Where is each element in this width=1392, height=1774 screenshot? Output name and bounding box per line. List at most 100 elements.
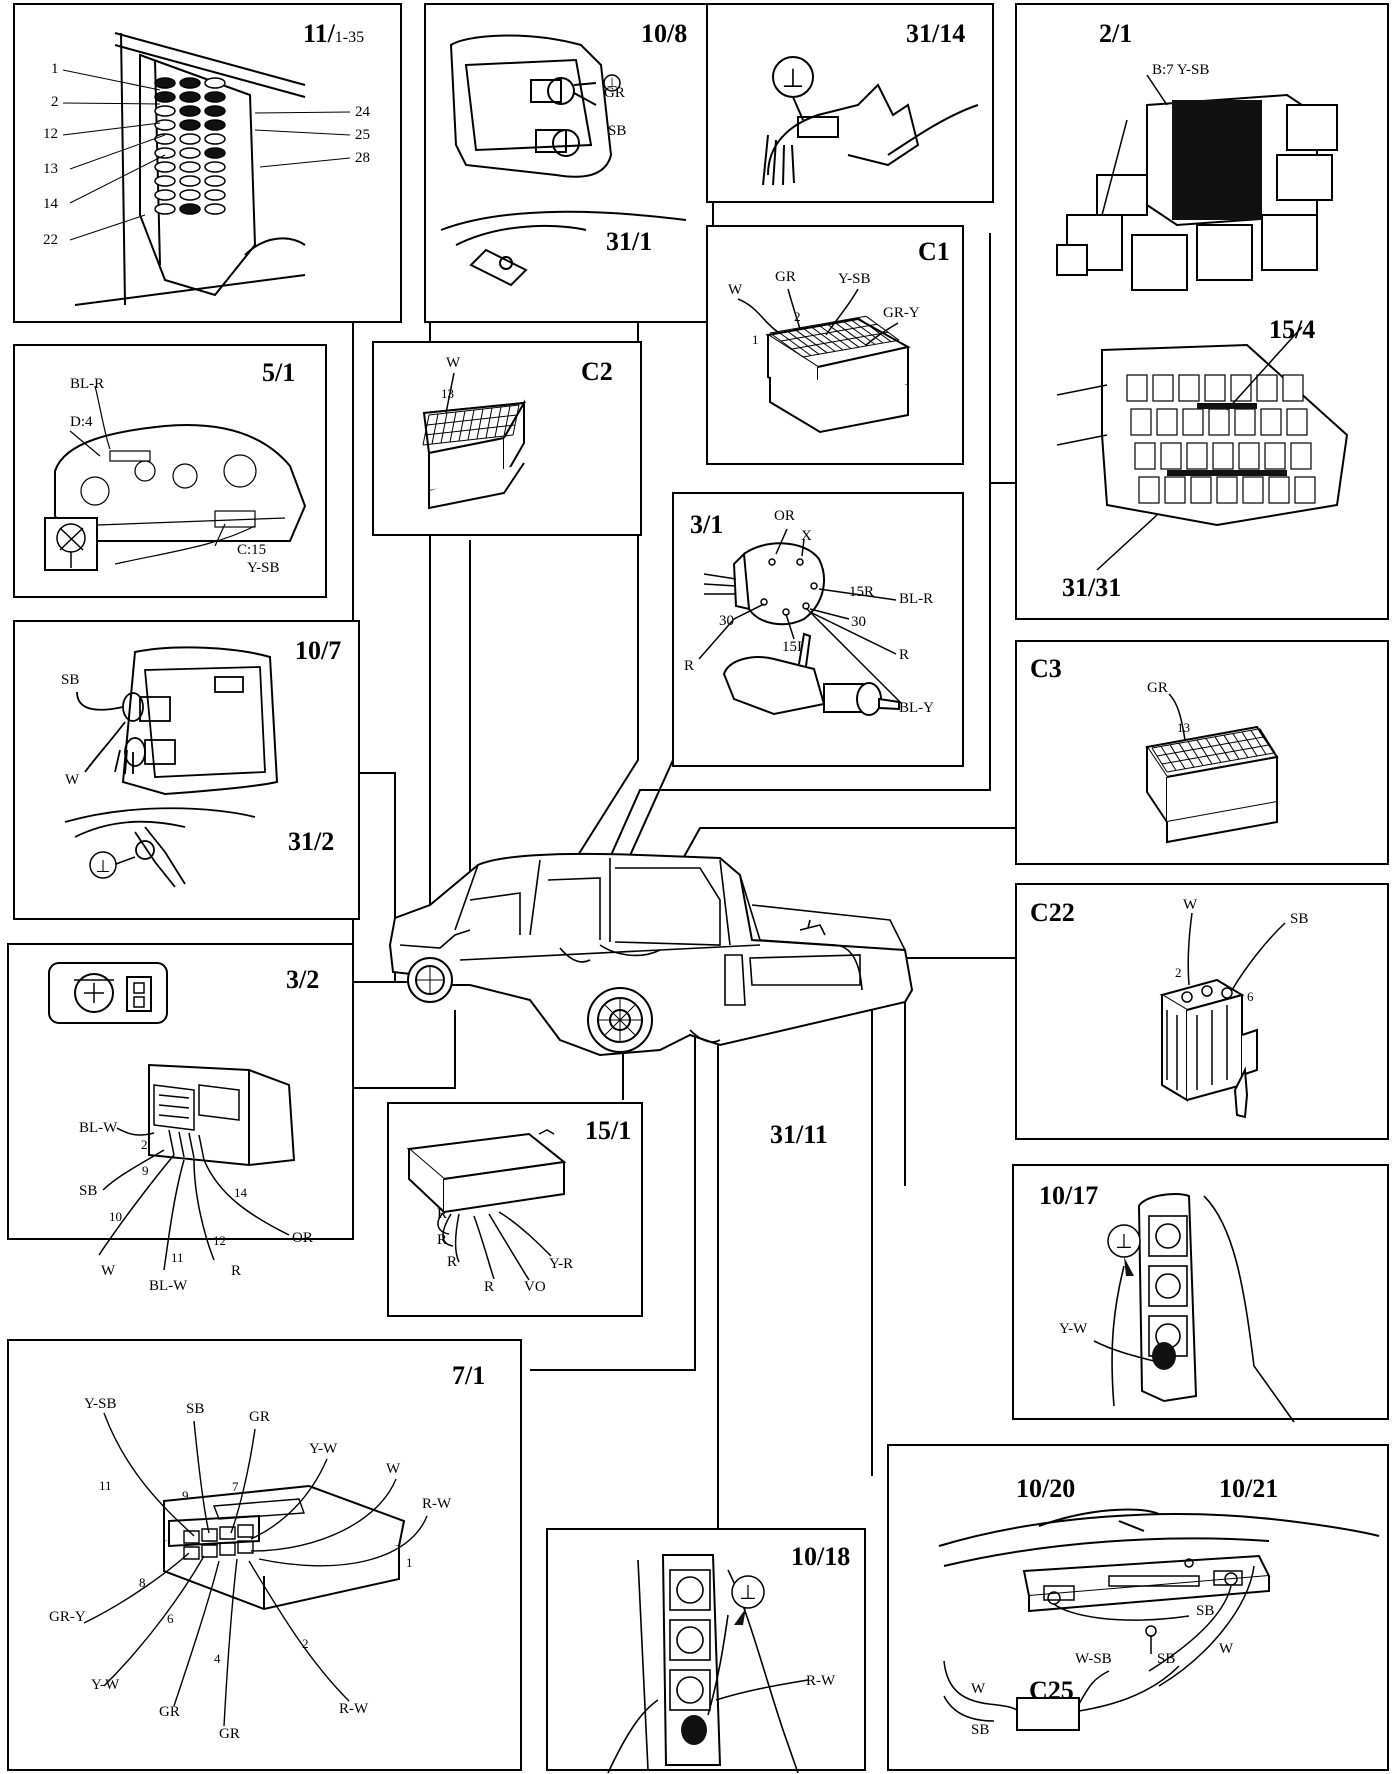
wire-label-w: W: [446, 355, 461, 371]
panel-title: 2/1: [1099, 19, 1133, 48]
wire-label-w-left: W: [971, 1681, 986, 1697]
panel-title: C3: [1030, 654, 1062, 683]
control-module-illustration: [406, 1129, 567, 1281]
wire-label-gr-y: GR-Y: [49, 1609, 86, 1625]
fuse-box-illustration: [62, 32, 351, 306]
panel-title: C2: [581, 357, 613, 386]
fuse-rows: [154, 77, 226, 215]
wire-label-w: W: [65, 772, 80, 788]
panel-title: 5/1: [262, 358, 296, 387]
panel-connector-c1: C1 W GR Y-SB GR-Y 1 2 14 16: [706, 225, 964, 465]
panel-connector-c2: C2 W 13: [372, 341, 642, 536]
wire-label-sb: SB: [608, 123, 627, 139]
connector-c2-illustration: [422, 372, 527, 510]
wire-label-bl-w-bottom: BL-W: [149, 1278, 188, 1294]
ground-symbol: ⊥: [782, 64, 805, 93]
panel-subtitle-15-4: 15/4: [1269, 315, 1316, 344]
pin-6: 6: [167, 1611, 174, 1626]
panel-title: 15/1: [585, 1116, 632, 1145]
pin-2: 2: [141, 1137, 148, 1152]
fuse-label-13: 13: [43, 161, 58, 177]
pin-8: 8: [139, 1575, 146, 1590]
wire-label-gr: GR: [1147, 680, 1168, 696]
pin-2: 2: [1175, 965, 1182, 980]
panel-title: 10/8: [641, 19, 688, 48]
pin-1: 1: [752, 332, 759, 347]
pin-label-30-right: 30: [851, 614, 866, 630]
wire-label-r: R: [231, 1263, 242, 1279]
svg-text:⊥: ⊥: [739, 1582, 756, 1604]
panel-instrument-cluster: 5/1 BL-R D:4 C:15 Y-SB: [13, 344, 327, 598]
lamp-holder-18-illustration: ⊥: [607, 1554, 809, 1774]
tail-lamp-right-illustration: ⊥: [64, 646, 279, 888]
panel-ignition-switch: 3/1 OR X 15R BL-R 30 30 R 15I R BL-Y: [672, 492, 964, 767]
panel-title: C22: [1030, 898, 1075, 927]
wire-label-w-right: W: [1219, 1641, 1234, 1657]
wire-label-gr: GR: [604, 85, 625, 101]
svg-text:⊥: ⊥: [1115, 1231, 1132, 1253]
relay-label: B:7 Y-SB: [1152, 62, 1210, 78]
wire-label-r-w-bottom: R-W: [339, 1701, 369, 1717]
connector-c3-illustration: [1145, 693, 1279, 844]
pin-9: 9: [142, 1163, 149, 1178]
fuse-label-12: 12: [43, 126, 58, 142]
pin-label-15i: 15I: [782, 639, 802, 655]
wire-label-y-sb: Y-SB: [838, 271, 871, 287]
cluster-illustration: [44, 385, 307, 571]
fuse-label-1: 1: [51, 61, 59, 77]
panel-title: 11/1-35: [303, 19, 365, 48]
wire-label-r-4: R: [484, 1279, 495, 1295]
panel-tail-lamp-holder-17: 10/17 Y-W ⊥: [1012, 1164, 1389, 1423]
pin-10: 10: [109, 1209, 122, 1224]
licence-lamps-illustration: [938, 1508, 1380, 1731]
panel-light-switch: 3/2 BL-W 2 9 SB 10 W 11 BL-W 12 R 14 OR: [7, 943, 354, 1294]
wire-label-sb: SB: [79, 1183, 98, 1199]
wire-label-r-2: R: [437, 1232, 448, 1248]
panel-title: 3/2: [286, 965, 320, 994]
connector-c1-illustration: [737, 288, 911, 434]
wire-label-sb: SB: [186, 1401, 205, 1417]
panel-title: 31/14: [906, 19, 966, 48]
wire-label-bl-r: BL-R: [899, 591, 934, 607]
wire-label-r-3: R: [447, 1254, 458, 1270]
pin-11: 11: [171, 1250, 184, 1265]
module-illustration: [83, 1412, 428, 1727]
lamp-holder-illustration: ⊥: [1093, 1193, 1295, 1423]
svg-text:⊥: ⊥: [96, 857, 111, 876]
panel-fuse-box: 11/1-35 1: [13, 3, 402, 323]
panel-title: C1: [918, 237, 950, 266]
wire-label-w: W: [101, 1263, 116, 1279]
panel-title: 7/1: [452, 1361, 486, 1390]
relay-box-illustration: [1056, 74, 1349, 571]
wire-label-w-sb: W-SB: [1075, 1651, 1112, 1667]
pin-9: 9: [182, 1488, 189, 1503]
wire-label-gr-y: GR-Y: [883, 305, 920, 321]
wire-label-r-left: R: [684, 658, 695, 674]
wire-label-sb-bottom: SB: [971, 1722, 990, 1738]
panel-control-module: 15/1 R R R R VO Y-R: [387, 1102, 643, 1317]
wire-label-bl-y: BL-Y: [899, 700, 934, 716]
wire-label-y-w: Y-W: [1059, 1321, 1088, 1337]
light-switch-illustration: [48, 962, 296, 1271]
panel-central-electronic-module: 7/1 Y-SB SB GR Y-W W R-W 11 9 7 5 3 1 8 …: [7, 1339, 522, 1771]
fuse-label-24: 24: [355, 104, 370, 120]
car-callout-31-11: 31/11: [770, 1120, 828, 1149]
wire-label-y-r: Y-R: [549, 1256, 574, 1272]
wire-label-gr-bottom: GR: [219, 1726, 240, 1742]
panel-title-10-20: 10/20: [1016, 1474, 1076, 1503]
wire-label-gr: GR: [775, 269, 796, 285]
fuse-label-2: 2: [51, 94, 59, 110]
wire-label-w: W: [1183, 897, 1198, 913]
panel-connector-c22: C22 W SB 2 6: [1015, 883, 1389, 1140]
panel-title: 3/1: [690, 510, 724, 539]
panel-tail-lamp-holder-18: 10/18 R-W ⊥: [546, 1528, 866, 1774]
wire-label-or: OR: [292, 1230, 313, 1246]
panel-connector-c3: C3 GR 13: [1015, 640, 1389, 865]
panel-tail-lamp-left: 10/8 31/1 ⊥ GR SB: [424, 3, 714, 323]
ground-point-illustration: ⊥: [762, 56, 979, 186]
pin-1: 1: [406, 1555, 413, 1570]
wire-label-y-sb: Y-SB: [247, 560, 280, 576]
pin-11: 11: [99, 1478, 112, 1493]
